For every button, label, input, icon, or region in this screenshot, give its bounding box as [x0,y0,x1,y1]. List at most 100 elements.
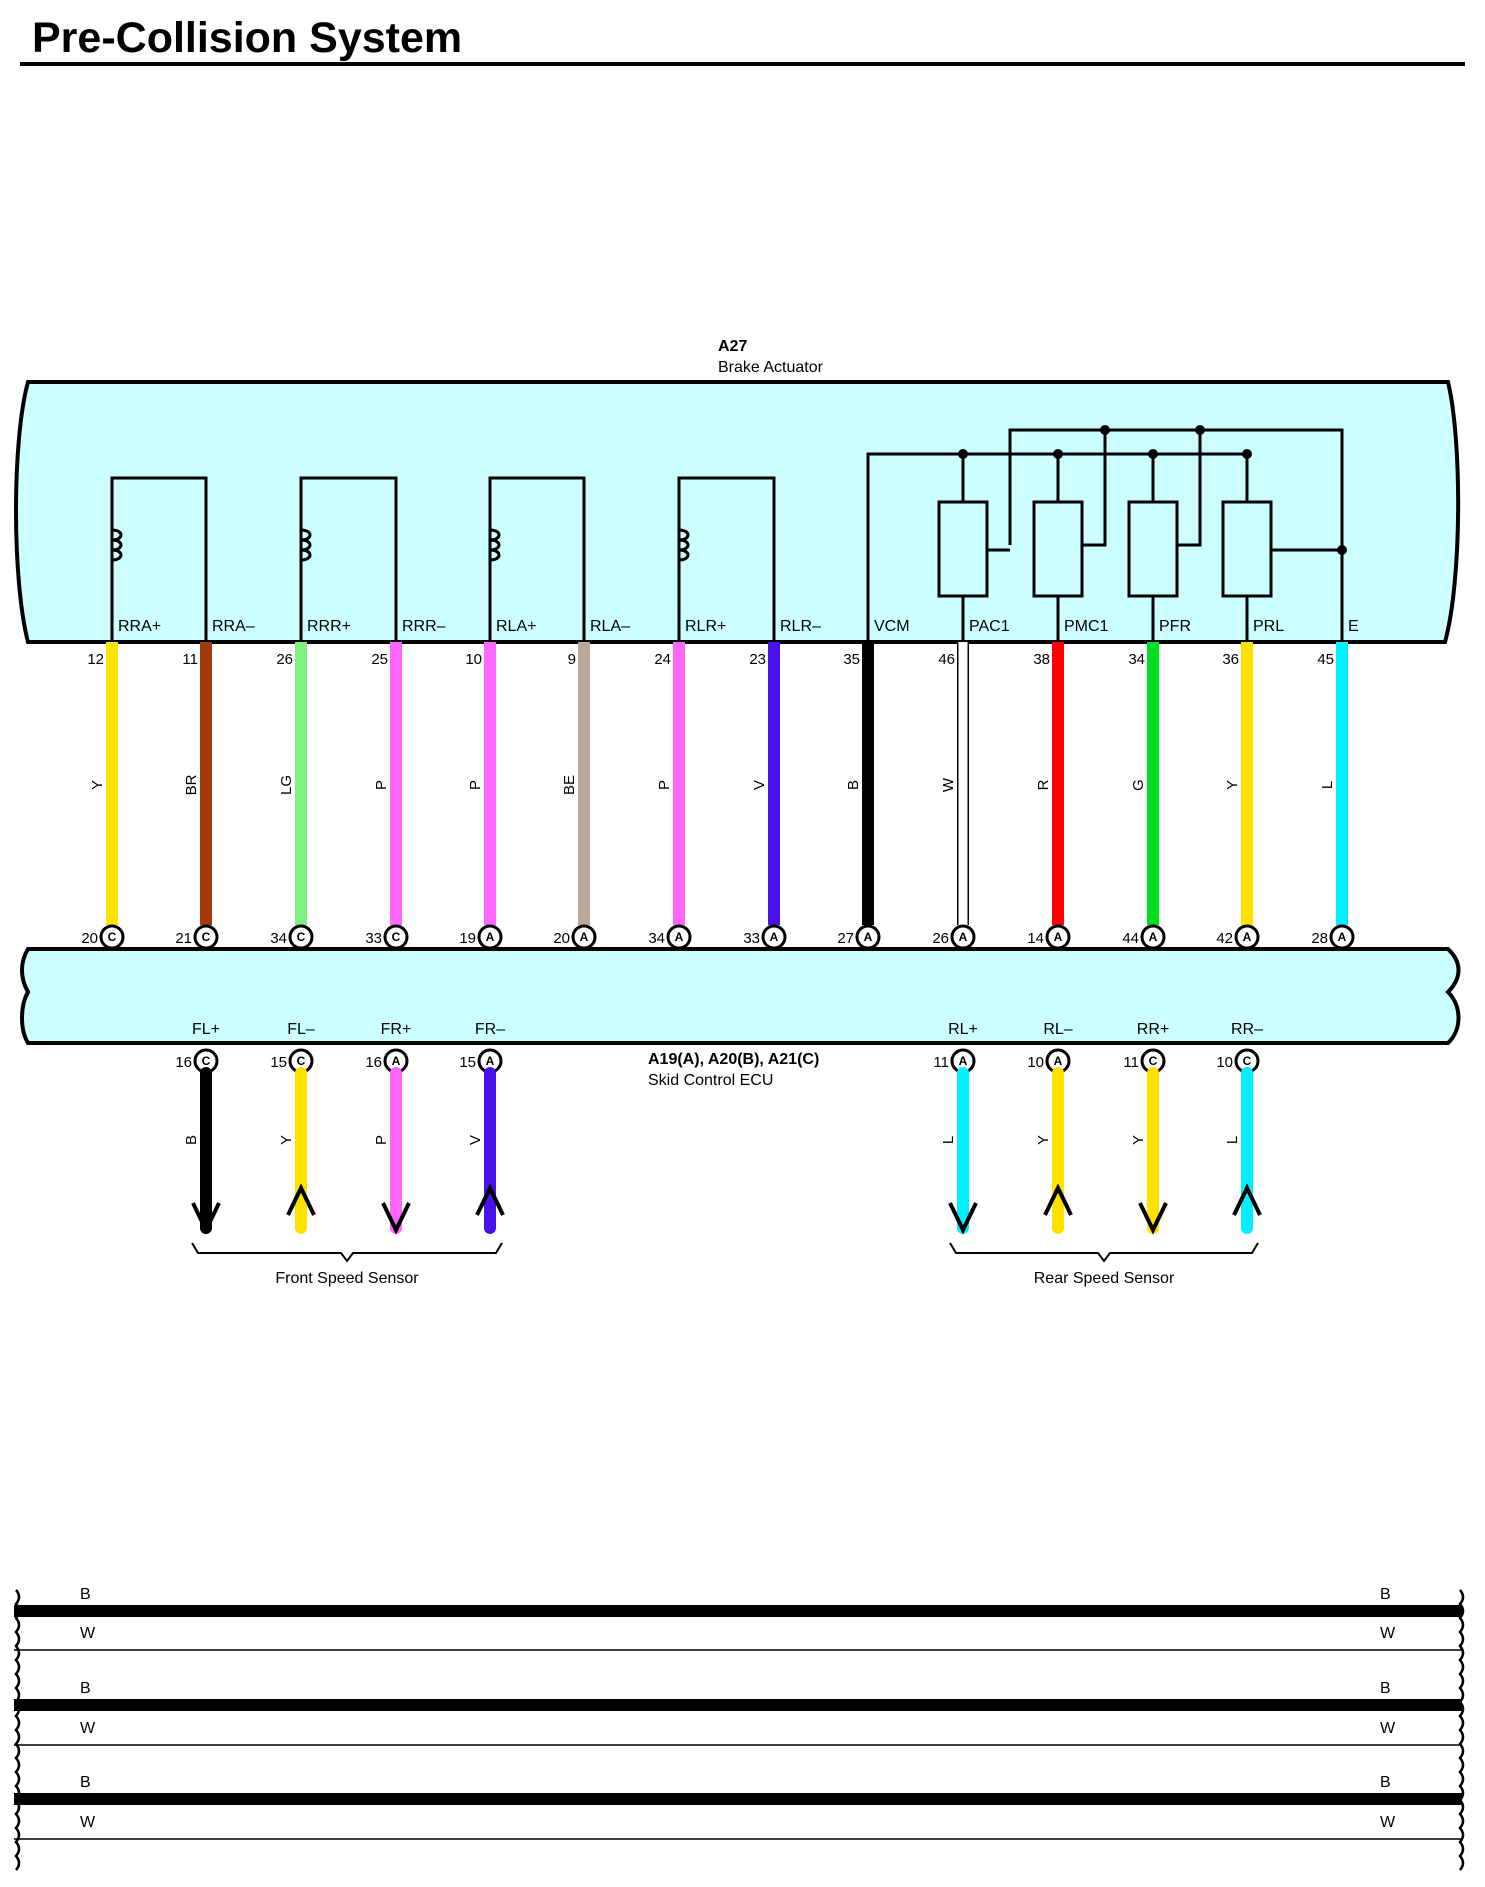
sensor-pin-label: RR+ [1137,1021,1169,1038]
ground-link [1082,430,1107,547]
actuator-pin-label: RRR+ [307,618,351,635]
actuator-id: A27 [718,338,747,355]
wire-color-code: Y [89,780,106,790]
connector-letter: A [486,1054,495,1068]
actuator-pin-label: RRA– [212,618,255,635]
arrow-down-icon [191,1202,221,1235]
connector-letter: A [580,930,589,944]
wire-color-code: Y [278,1135,295,1145]
solenoid-coil-icon [300,528,312,562]
bus-right-label: B [1380,1774,1391,1791]
wire-color-code: W [940,777,957,792]
arrow-up-icon [1043,1183,1073,1216]
connector-letter: A [770,930,779,944]
actuator-pin-number: 38 [1033,651,1050,668]
actuator-pin-label: PFR [1159,618,1191,635]
wire-color-code: P [373,1135,390,1145]
wire-color-code: R [1035,779,1052,790]
group-brace [191,1242,503,1263]
arrow-up-icon [286,1183,316,1216]
actuator-pin-number: 34 [1128,651,1145,668]
connector-letter: A [486,930,495,944]
connector-letter: C [1243,1054,1252,1068]
actuator-pin-number: 9 [568,651,576,668]
actuator-pin-number: 24 [654,651,671,668]
wire-color-code: P [373,780,390,790]
sensor-pin-label: FL– [287,1021,315,1038]
ecu-pin-number: 33 [365,930,382,947]
junction-dot [1337,545,1347,555]
actuator-pin-number: 23 [749,651,766,668]
break-line [14,1589,21,1871]
sensor-pin-number: 11 [933,1054,949,1071]
wire-color-code: V [467,1135,484,1145]
ground-link [1177,430,1202,547]
bus-left-label: W [80,1814,96,1831]
group-brace [949,1242,1259,1263]
solenoid-coil-icon [678,528,690,562]
solenoid-coil-icon [111,528,123,562]
connector-letter: A [959,930,968,944]
sensor-pin-number: 10 [1216,1054,1233,1071]
wire-color-code: B [845,780,862,790]
ecu-pin-number: 34 [648,930,665,947]
actuator-internal-circuit [110,425,1347,642]
connector-letter: A [864,930,873,944]
connector-letter: C [202,930,211,944]
connector-letter: A [1054,1054,1063,1068]
wire-color-code: P [467,780,484,790]
arrow-up-icon [475,1183,505,1216]
harness-wires: RRA+12YC20RRA+RRA–11BRC21RRA–RRR+26LGC34… [81,618,1358,974]
ecu-pin-number: 33 [743,930,760,947]
wire-color-code: L [1319,781,1336,789]
actuator-pin-number: 26 [276,651,293,668]
connector-letter: A [675,930,684,944]
actuator-pin-label: PRL [1253,618,1284,635]
bus-left-label: B [80,1774,91,1791]
ecu-pin-number: 21 [175,930,192,947]
sensor-pin-label: RL– [1043,1021,1072,1038]
sensor-group-label: Front Speed Sensor [275,1270,419,1287]
actuator-pin-number: 12 [87,651,104,668]
connector-letter: A [1054,930,1063,944]
actuator-pin-label: VCM [874,618,910,635]
actuator-pin-label: RRA+ [118,618,161,635]
wire-color-code: Y [1130,1135,1147,1145]
sensor-pin-number: 16 [175,1054,192,1071]
ecu-pin-number: 26 [932,930,949,947]
connector-letter: C [202,1054,211,1068]
ecu-pin-number: 44 [1122,930,1139,947]
sensor-pin-number: 16 [365,1054,382,1071]
arrow-down-icon [948,1202,978,1235]
actuator-pin-label: RLR+ [685,618,726,635]
bus-right-label: W [1380,1814,1396,1831]
bus-right-label: W [1380,1720,1396,1737]
bus-right-label: B [1380,1680,1391,1697]
bus-left-label: B [80,1680,91,1697]
arrow-down-icon [1138,1202,1168,1235]
wire-color-code: Y [1035,1135,1052,1145]
junction-dot [1148,449,1158,459]
connector-letter: C [1149,1054,1158,1068]
connector-letter: C [392,930,401,944]
actuator-pin-label: RRR– [402,618,446,635]
ecu-pin-number: 34 [270,930,287,947]
sensor-pin-number: 10 [1027,1054,1044,1071]
bus-right-label: W [1380,1625,1396,1642]
connector-letter: A [959,1054,968,1068]
sensor-pin-label: RR– [1231,1021,1263,1038]
connector-letter: C [297,1054,306,1068]
actuator-pin-number: 10 [465,651,482,668]
wire-color-code: LG [278,775,295,795]
ecu-id: A19(A), A20(B), A21(C) [648,1051,819,1068]
wire-color-code: L [1224,1136,1241,1144]
actuator-pin-number: 25 [371,651,388,668]
arrow-down-icon [381,1202,411,1235]
actuator-pin-label: E [1348,618,1359,635]
actuator-name: Brake Actuator [718,359,824,376]
bus-left-label: W [80,1625,96,1642]
wire-color-code: G [1130,779,1147,791]
arrow-up-icon [1232,1183,1262,1216]
wire-color-code: BE [561,775,578,795]
